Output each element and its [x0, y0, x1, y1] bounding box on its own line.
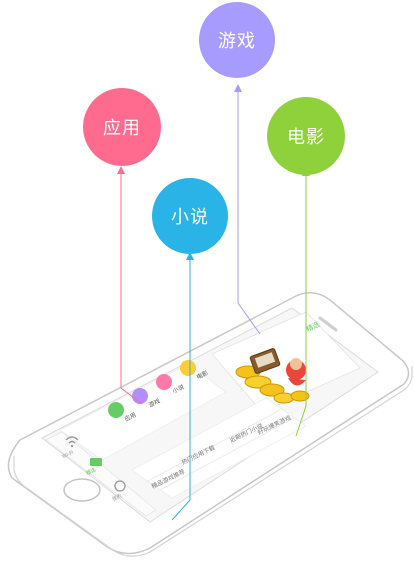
featured-tab-icon[interactable] [90, 458, 102, 466]
phone-mockup [7, 292, 413, 557]
home-button[interactable] [63, 478, 101, 502]
movies-bubble-label: 电影 [287, 127, 325, 148]
category-icon-apps[interactable] [108, 402, 124, 418]
apps-bubble[interactable]: 应用 [83, 88, 161, 166]
novels-bubble-label: 小说 [171, 207, 209, 228]
category-icon-novels[interactable] [156, 374, 172, 390]
profile-tab-icon[interactable] [114, 480, 126, 492]
banner-artwork [235, 348, 310, 404]
novels-bubble[interactable]: 小说 [152, 178, 228, 254]
connector-lines [120, 90, 307, 521]
movies-bubble[interactable]: 电影 [267, 97, 345, 175]
category-icon-movies[interactable] [180, 360, 196, 376]
wifi-icon[interactable] [65, 436, 79, 448]
apps-bubble-label: 应用 [103, 118, 141, 139]
games-bubble-label: 游戏 [218, 31, 256, 52]
phone-speaker [318, 316, 338, 332]
category-icon-games[interactable] [132, 388, 148, 404]
games-bubble[interactable]: 游戏 [199, 2, 275, 78]
